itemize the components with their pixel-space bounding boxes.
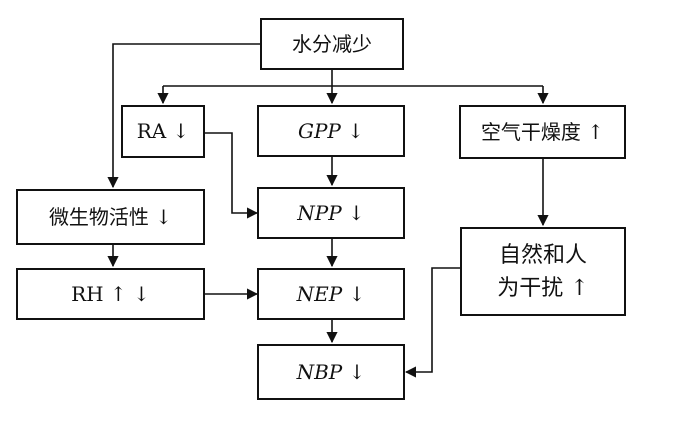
node-ra: RA ↓ [121, 105, 205, 158]
node-gpp-label: GPP ↓ [297, 118, 364, 143]
node-rh: RH ↑ ↓ [16, 268, 205, 320]
node-ra-label: RA ↓ [136, 119, 190, 143]
node-nbp-label: NBP ↓ [296, 359, 366, 384]
node-air-dryness-label: 空气干燥度 ↑ [480, 119, 605, 144]
node-nbp: NBP ↓ [257, 344, 405, 400]
edge-water-to-microbial [107, 43, 260, 189]
node-gpp: GPP ↓ [257, 105, 405, 157]
node-microbial-activity: 微生物活性 ↓ [16, 189, 205, 245]
node-air-dryness: 空气干燥度 ↑ [459, 105, 626, 159]
node-microbial-activity-label: 微生物活性 ↓ [48, 204, 173, 229]
node-disturbance-label: 自然和人 为干扰 ↑ [497, 242, 589, 301]
node-nep-label: NEP ↓ [296, 281, 366, 306]
node-disturbance: 自然和人 为干扰 ↑ [460, 227, 626, 316]
edge-ra-to-npp [205, 132, 259, 219]
node-npp: NPP ↓ [257, 187, 405, 239]
edge-disturbance-to-nbp [404, 267, 460, 378]
node-water-decrease-label: 水分减少 [292, 31, 372, 56]
node-npp-label: NPP ↓ [297, 200, 365, 225]
node-rh-label: RH ↑ ↓ [71, 281, 150, 306]
node-water-decrease: 水分减少 [260, 18, 404, 70]
node-nep: NEP ↓ [257, 268, 405, 320]
